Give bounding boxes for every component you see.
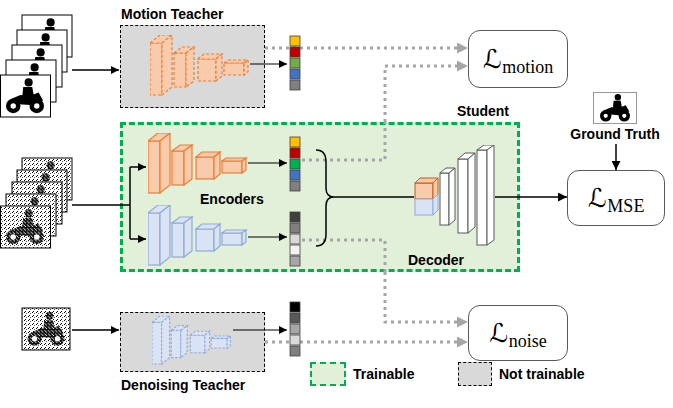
- image-frame: [594, 93, 637, 124]
- feature-cell: [290, 36, 300, 46]
- cube-front: [415, 199, 433, 215]
- layer-front: [440, 173, 449, 225]
- bike-silhouette: [6, 209, 44, 244]
- layer-front: [458, 159, 468, 233]
- video-frame: [17, 170, 67, 212]
- feature-cell: [290, 47, 300, 57]
- loss-subscript: motion: [502, 57, 553, 78]
- loss-symbol: ℒ: [489, 319, 508, 347]
- layer-side: [468, 153, 475, 233]
- video-frame: [6, 194, 56, 236]
- feature-cell: [290, 69, 300, 79]
- noise-feature-cube: [415, 194, 438, 215]
- teacher-box: Motion Teacher: [120, 25, 265, 108]
- distillation-arrow: [385, 66, 468, 122]
- video-frame: [12, 45, 62, 87]
- legend-swatch: [310, 362, 346, 386]
- layer-side: [449, 168, 455, 225]
- legend-entry: Not trainable: [458, 362, 585, 386]
- cube-side: [433, 194, 438, 215]
- loss-subscript: noise: [509, 331, 547, 352]
- bike-silhouette: [18, 48, 56, 83]
- legend-entry: Trainable: [310, 362, 414, 386]
- bike-silhouette: [28, 18, 66, 53]
- distillation-arrow: [385, 272, 468, 322]
- loss-subscript: MSE: [607, 196, 644, 217]
- video-frame: [22, 158, 72, 200]
- student-box: Student Decoder: [120, 122, 520, 272]
- bike-silhouette: [23, 173, 61, 208]
- box-heading: Motion Teacher: [121, 6, 223, 22]
- clean-frame-stack: [1, 15, 73, 117]
- part-label: Encoders: [200, 191, 264, 207]
- ground-truth-image: Ground Truth: [562, 92, 668, 144]
- distillation-arrow: [265, 341, 468, 344]
- feature-cell: [290, 346, 300, 356]
- bike-silhouette: [12, 63, 50, 98]
- distillation-arrow: [265, 47, 468, 50]
- cube-front: [415, 183, 433, 199]
- teacher-box: Denoising Teacher: [120, 312, 265, 372]
- legend-text: Not trainable: [499, 366, 585, 382]
- loss-symbol: ℒ: [588, 184, 607, 212]
- feature-cell: [290, 302, 300, 312]
- loss-box: ℒmotion: [468, 30, 568, 88]
- bike-silhouette: [600, 94, 630, 122]
- bike-silhouette: [6, 78, 44, 113]
- box-heading: Student: [457, 103, 509, 119]
- video-frame: [22, 15, 72, 57]
- input-arrow: [72, 329, 119, 331]
- motion-feature-cube: [415, 178, 438, 199]
- decoder-layers: [440, 145, 494, 245]
- noisy-image: [22, 308, 70, 350]
- bike-silhouette: [23, 33, 61, 68]
- loss-symbol: ℒ: [483, 45, 502, 73]
- bike-silhouette: [18, 185, 56, 220]
- noisy-frame-stack: [1, 158, 73, 248]
- feature-cell: [290, 324, 300, 334]
- bike-silhouette: [28, 312, 65, 346]
- video-frame: [17, 30, 67, 72]
- block-label: Decoder: [408, 252, 464, 268]
- layer-front: [477, 150, 487, 245]
- decoder-blocks: [410, 145, 495, 249]
- feature-cell: [290, 335, 300, 345]
- box-heading: Denoising Teacher: [121, 377, 245, 393]
- bike-silhouette: [12, 197, 50, 232]
- feature-cell: [290, 313, 300, 323]
- decoder-block: Decoder: [410, 145, 495, 268]
- motion-teacher-features: [290, 36, 300, 90]
- denoising-teacher-features: [290, 302, 300, 356]
- legend-swatch: [458, 362, 492, 386]
- layer-side: [487, 145, 494, 245]
- bike-silhouette: [28, 161, 66, 196]
- legend-text: Trainable: [353, 366, 414, 382]
- video-frame: [1, 75, 51, 117]
- feature-cell: [290, 58, 300, 68]
- image-caption: Ground Truth: [562, 126, 668, 142]
- input-arrow: [72, 69, 119, 71]
- loss-box: ℒnoise: [468, 305, 568, 361]
- video-frame: [6, 60, 56, 102]
- video-frame: [12, 182, 62, 224]
- video-frame: [1, 206, 51, 248]
- feature-cell: [290, 80, 300, 90]
- loss-box: ℒMSE: [567, 170, 665, 226]
- output-arrow: [615, 144, 617, 170]
- video-frame: [22, 308, 70, 350]
- ground-truth-image: [593, 92, 637, 124]
